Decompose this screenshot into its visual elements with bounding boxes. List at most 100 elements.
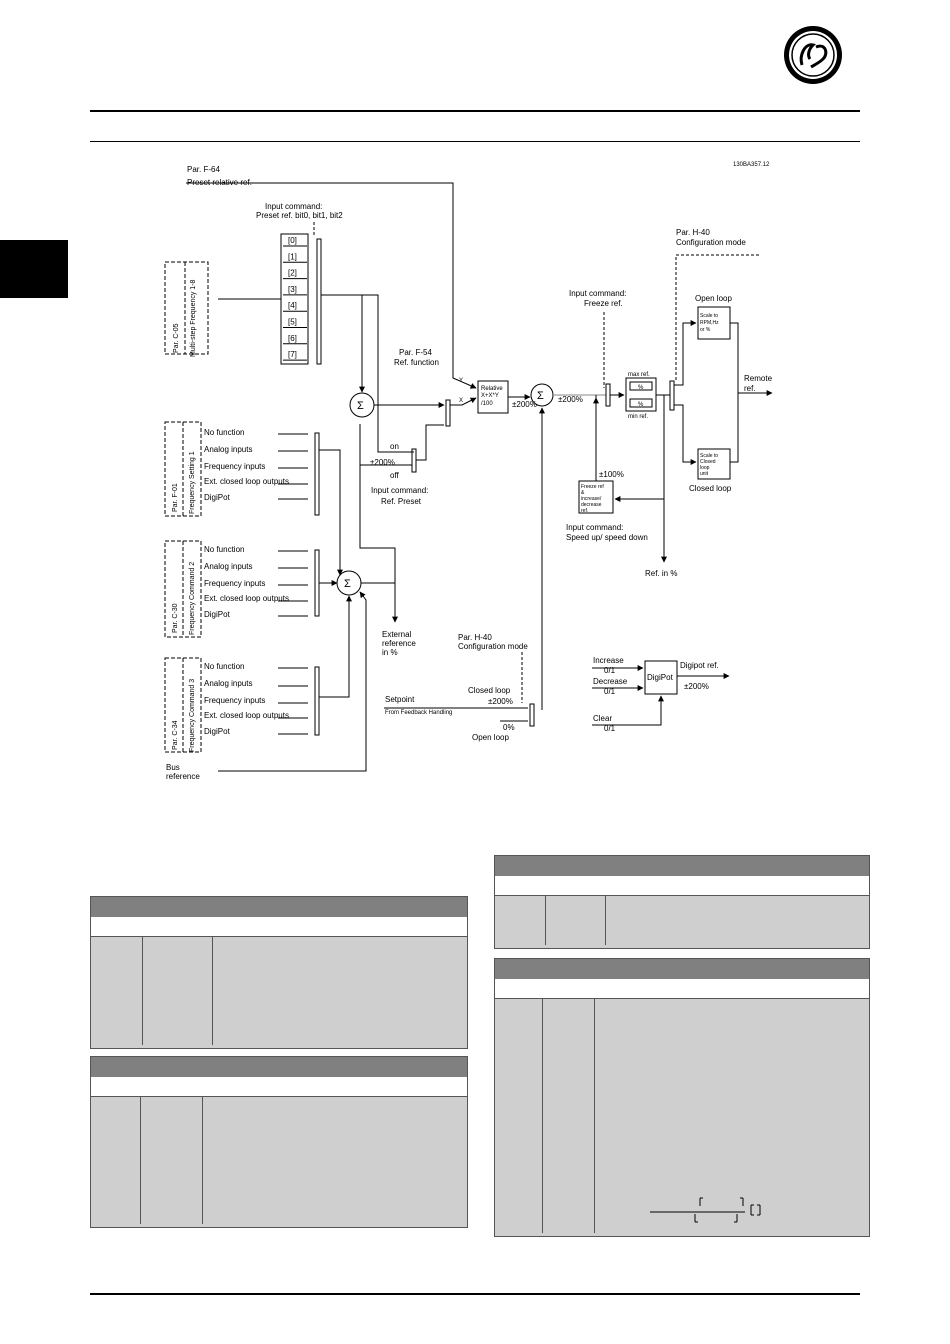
digipot-increase: Increase [593,656,624,665]
off-label: off [390,471,400,480]
param-table-3-subheader [495,876,869,896]
preset-label: [0] [288,236,297,245]
max-percent: % [638,385,644,391]
external-ref-line2: reference [382,639,416,648]
scale-closed-3: loop [700,465,710,471]
y-label: Y [459,378,463,384]
param-table-1-subheader [91,917,467,937]
preset-pm200: ±200% [370,458,395,467]
bus-ref-line2: reference [166,772,200,781]
open-loop-top: Open loop [695,294,732,303]
preset-label: [6] [288,334,297,343]
freeze-line1: Input command: [569,289,626,298]
scale-closed-4: unit [700,471,709,477]
preset-rel-name: Preset relative ref. [187,178,252,187]
bus-ref-line1: Bus [166,763,180,772]
input-bits-line1: Input command: [265,202,322,211]
option-label: DigiPot [204,610,231,619]
digipot-clear: Clear [593,714,612,723]
open-loop-bottom: Open loop [472,733,509,742]
option-label: No function [204,545,244,554]
config-bottom-name: Configuration mode [458,642,528,651]
freq1-name: Frequency Setting 1 [189,451,196,514]
param-table-2-subheader [91,1077,467,1097]
preset-label: [7] [288,350,297,359]
option-label: Frequency inputs [204,696,265,705]
external-ref-line1: External [382,630,412,639]
config-top-par: Par. H-40 [676,228,710,237]
setpoint-sub: From Feedback Handling [385,710,452,716]
config-bottom-par: Par. H-40 [458,633,492,642]
x-label: X [459,398,463,404]
header-rule-top [90,110,860,112]
preset-label: [5] [288,318,297,327]
param-table-1 [90,896,468,1049]
option-label: Ext. closed loop outputs [204,477,289,486]
freeze-block-5: ref. [581,508,588,514]
freeze-block-2: & [581,490,585,496]
min-ref: min ref. [628,414,648,420]
speed-line2: Speed up/ speed down [566,533,648,542]
digipot-increase-val: 0/1 [604,666,616,675]
digipot-pm: ±200% [684,682,709,691]
chapter-tab [0,240,68,298]
diagram-code: 130BA357.12 [733,162,770,168]
preset-label: [1] [288,252,297,261]
relative-line2: X+X*Y [481,393,499,399]
relative-line1: Relative [481,386,503,392]
reference-handling-diagram: 130BA357.12 Par. F-64 Preset relative re… [164,162,773,781]
freeze-block-4: decrease [581,502,602,508]
input-ref-preset-line1: Input command: [371,486,428,495]
option-label: DigiPot [204,493,231,502]
min-percent: % [638,402,644,408]
digipot-block: DigiPot [647,673,674,682]
sigma-1: Σ [357,400,364,412]
param-table-3-header [495,856,869,876]
multistep-par: Par. C-05 [173,323,180,353]
relative-line3: /100 [481,401,493,407]
scale-open-3: or % [700,327,711,333]
freq1-par: Par. F-01 [172,483,179,512]
scale-closed-1: Scale to [700,453,718,459]
digipot-ref: Digipot ref. [680,661,719,670]
remote-ref-2: ref. [744,384,756,393]
preset-label: [3] [288,285,297,294]
preset-label: [2] [288,269,297,278]
freq2-name: Frequency Command 2 [189,562,196,635]
closed-loop-top: Closed loop [689,484,732,493]
scale-closed-2: Closed [700,459,716,465]
ref-function-name: Ref. function [394,358,439,367]
option-label: Analog inputs [204,562,252,571]
multistep-name: Multi-step Frequency 1-8 [190,279,197,357]
sum-pm200: ±200% [558,395,583,404]
freeze-pm100: ±100% [599,470,624,479]
digipot-clear-val: 0/1 [604,724,616,733]
external-ref-line3: in % [382,648,398,657]
param-table-1-header [91,897,467,917]
param-table-4-header [495,959,869,979]
config-top-name: Configuration mode [676,238,746,247]
sigma-3: Σ [537,390,544,402]
freq2-par: Par. C-30 [172,603,179,633]
closed-loop-bottom: Closed loop [468,686,511,695]
header-rule-bottom [90,141,860,142]
option-label: Analog inputs [204,679,252,688]
input-bits-line2: Preset ref. bit0, bit1, bit2 [256,211,343,220]
scale-open-2: RPM,Hz [700,320,719,326]
digipot-decrease: Decrease [593,677,628,686]
remote-ref-1: Remote [744,374,773,383]
zero-percent: 0% [503,723,515,732]
param-table-2 [90,1056,468,1228]
setpoint-pm200: ±200% [488,697,513,706]
ref-in-percent: Ref. in % [645,569,677,578]
option-label: Frequency inputs [204,462,265,471]
digipot-decrease-val: 0/1 [604,687,616,696]
freq3-par: Par. C-34 [172,720,179,750]
speed-line1: Input command: [566,523,623,532]
setpoint-name: Setpoint [385,695,415,704]
relative-pm200: ±200% [512,400,537,409]
scale-open-1: Scale to [700,313,718,319]
ref-function-par: Par. F-54 [399,348,432,357]
param-table-2-header [91,1057,467,1077]
param-table-4 [494,958,870,1237]
